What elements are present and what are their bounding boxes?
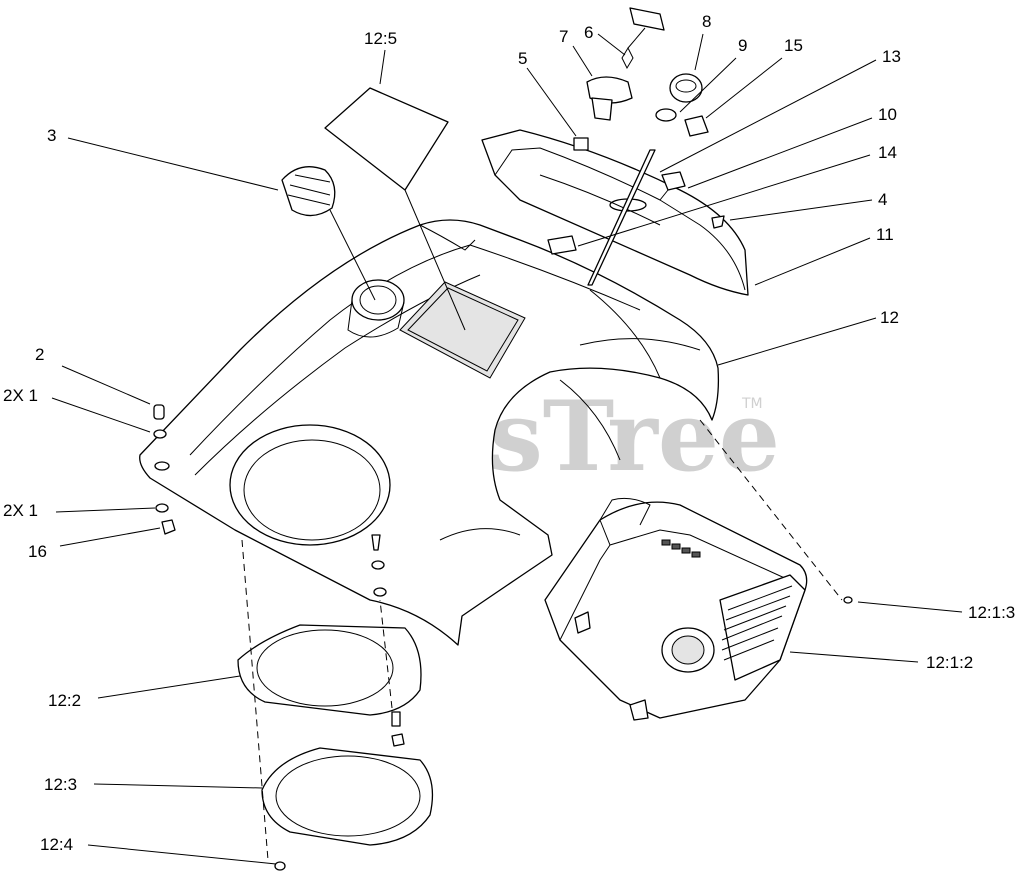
label-2: 2 (35, 345, 44, 364)
leader-lines (51, 33, 963, 865)
main-shroud (139, 219, 720, 646)
label-10: 10 (878, 105, 897, 124)
label-12: 12 (880, 308, 899, 327)
label-12-4: 12:4 (40, 835, 73, 854)
label-12-2: 12:2 (48, 691, 81, 710)
watermark-trademark: TM (741, 396, 763, 412)
label-12-3: 12:3 (44, 775, 77, 794)
label-14: 14 (878, 143, 897, 162)
label-5: 5 (518, 49, 527, 68)
label-7: 7 (559, 27, 568, 46)
control-panel (481, 129, 749, 296)
decal (324, 87, 449, 191)
label-4: 4 (878, 190, 887, 209)
label-13: 13 (882, 47, 901, 66)
engine-cover (544, 497, 808, 721)
label-12-1-3: 12:1:3 (968, 603, 1015, 622)
label-3: 3 (47, 126, 56, 145)
label-12-1-2: 12:1:2 (926, 653, 973, 672)
label-8: 8 (702, 12, 711, 31)
label-11: 11 (876, 225, 894, 244)
label-2x1-top: 2X 1 (3, 386, 38, 405)
label-16: 16 (28, 542, 47, 561)
label-12-5: 12:5 (364, 29, 397, 48)
label-15: 15 (784, 36, 803, 55)
gasket-12-3 (261, 747, 434, 846)
label-9: 9 (738, 36, 747, 55)
label-2x1-bottom: 2X 1 (3, 501, 38, 520)
fuel-cap (281, 166, 376, 301)
gasket-12-2 (237, 624, 422, 716)
label-6: 6 (584, 23, 593, 42)
